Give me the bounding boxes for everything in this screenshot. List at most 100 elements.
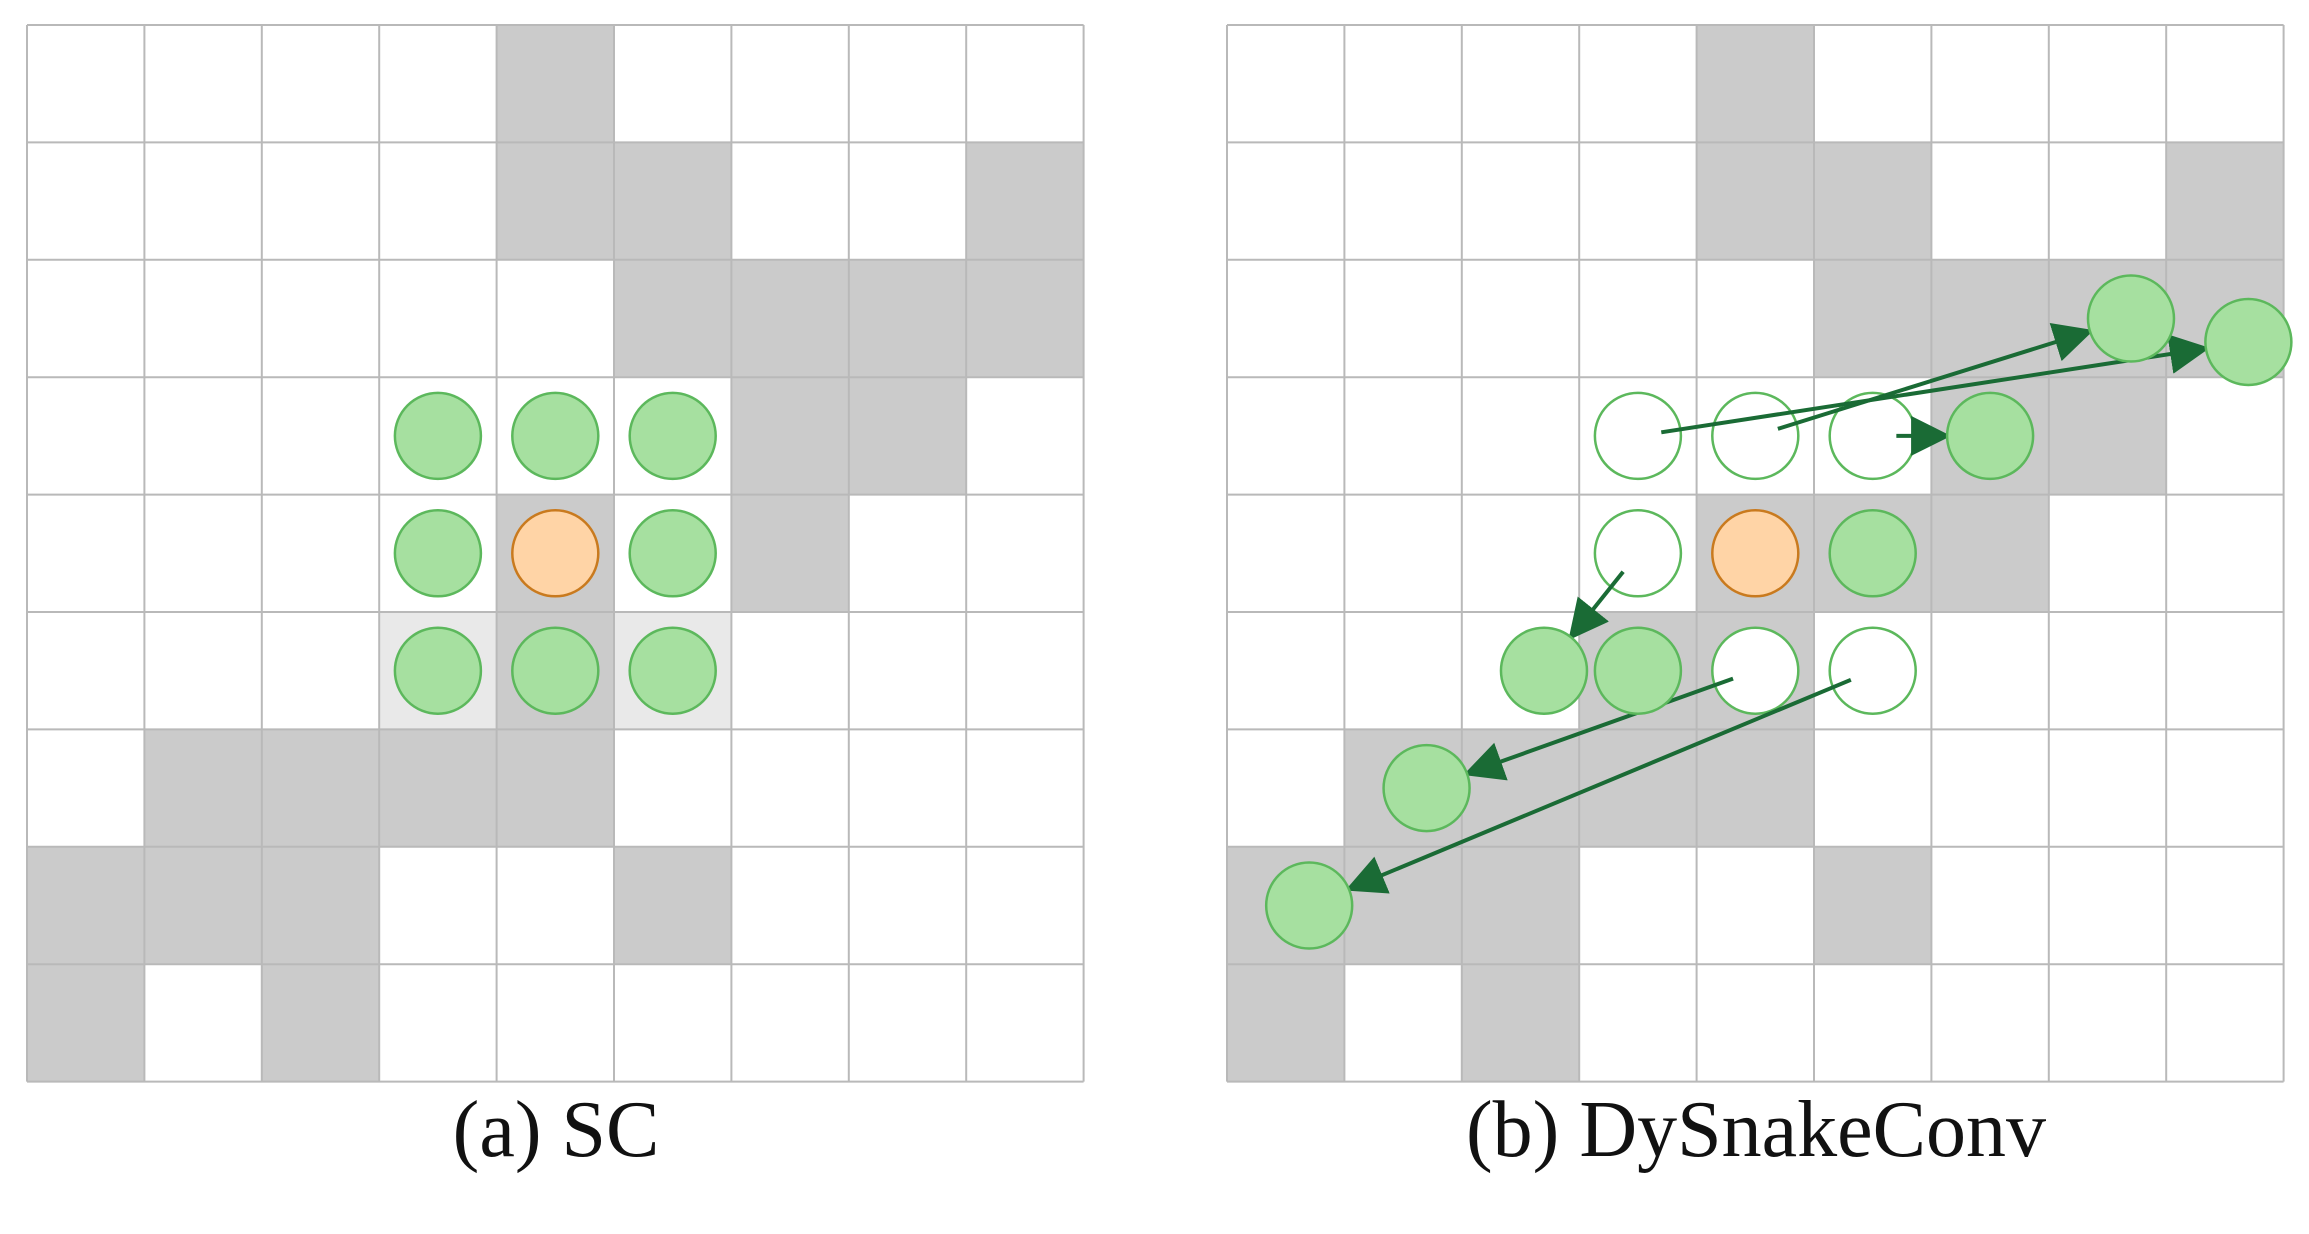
panel-sc — [26, 24, 1085, 1083]
sample-point — [1828, 509, 1917, 598]
grid-cell — [1579, 964, 1697, 1082]
grid-cell — [27, 25, 145, 143]
grid-cell — [27, 142, 145, 260]
shaded-cell — [261, 846, 380, 965]
sample-point — [2086, 274, 2176, 363]
shaded-cell — [966, 142, 1084, 260]
grid-cell — [27, 494, 145, 612]
sample-point — [1499, 626, 1589, 715]
grid-cell — [1344, 964, 1462, 1082]
grid-cell — [848, 494, 967, 612]
grid-cell — [27, 729, 145, 847]
shaded-cell — [144, 846, 262, 965]
grid-cell — [144, 25, 262, 143]
grid-cell — [379, 964, 497, 1082]
shaded-cell — [1461, 964, 1580, 1082]
grid-cell — [2048, 25, 2167, 143]
grid-cell — [848, 142, 967, 260]
sample-point — [1593, 626, 1683, 715]
sample-point — [393, 626, 483, 715]
grid-cell — [1227, 142, 1345, 260]
shaded-cell — [731, 494, 849, 612]
grid-cell — [1461, 142, 1580, 260]
grid-cell — [144, 964, 262, 1082]
shaded-cell — [496, 25, 614, 143]
grid-cell — [966, 846, 1084, 965]
shaded-cell — [614, 846, 732, 965]
original-sample-point — [1593, 509, 1683, 598]
shaded-cell — [966, 259, 1084, 378]
offset-arrow — [1568, 570, 1625, 641]
grid-cell — [1344, 377, 1462, 495]
grid-cell — [2048, 964, 2167, 1082]
grid-cell — [1227, 377, 1345, 495]
grid-cell — [848, 964, 967, 1082]
grid-cell — [1461, 494, 1580, 612]
grid-cell — [496, 259, 614, 378]
grid-cell — [1696, 259, 1814, 378]
shaded-cell — [27, 846, 145, 965]
sample-point — [628, 509, 717, 598]
grid-cell — [2166, 846, 2284, 965]
grid-cell — [1814, 964, 1932, 1082]
grid-cell — [2048, 846, 2167, 965]
shaded-cell — [1814, 142, 1932, 260]
panel-dysnakeconv — [1226, 24, 2293, 1083]
grid-cell — [731, 846, 849, 965]
grid-cell — [27, 259, 145, 378]
grid-cell — [144, 494, 262, 612]
grid-cell — [614, 729, 732, 847]
grid-cell — [731, 25, 849, 143]
shaded-cell — [379, 729, 497, 847]
grid-cell — [1931, 846, 2049, 965]
grid-cell — [261, 25, 380, 143]
original-sample-point — [1711, 391, 1800, 481]
original-sample-point — [1593, 391, 1683, 481]
grid-cell — [261, 494, 380, 612]
caption-dysnakeconv: (b) DySnakeConv — [1466, 1086, 2046, 1174]
grid-cell — [144, 612, 262, 730]
grid-cell — [144, 259, 262, 378]
grid-cell — [379, 846, 497, 965]
shaded-cell — [614, 259, 732, 378]
grid-cell — [2048, 729, 2167, 847]
grid-cell — [1579, 142, 1697, 260]
grid-cell — [261, 377, 380, 495]
grid-cell — [1227, 25, 1345, 143]
grid-cell — [1227, 494, 1345, 612]
shaded-cell — [1461, 846, 1580, 965]
grid-cell — [848, 846, 967, 965]
shaded-cell — [1931, 259, 2049, 378]
center-point — [511, 509, 600, 598]
grid-cell — [496, 964, 614, 1082]
grid-cell — [379, 25, 497, 143]
grid-cell — [731, 729, 849, 847]
sample-point — [511, 391, 600, 481]
offset-arrow — [1660, 334, 2210, 435]
grid-cell — [261, 612, 380, 730]
grid-cell — [1227, 729, 1345, 847]
grid-cell — [2166, 964, 2284, 1082]
grid-cell — [2166, 494, 2284, 612]
sample-point — [511, 626, 600, 715]
sample-point — [2204, 297, 2293, 387]
grid-cell — [261, 142, 380, 260]
grid-cell — [1931, 25, 2049, 143]
center-point — [1711, 509, 1800, 598]
sample-point — [628, 626, 717, 715]
sample-point — [1264, 861, 1354, 950]
grid-cell — [2166, 612, 2284, 730]
sample-point — [1945, 391, 2035, 481]
shaded-cell — [731, 259, 849, 378]
grid-cell — [1579, 25, 1697, 143]
grid-cell — [496, 846, 614, 965]
grid-cell — [144, 377, 262, 495]
grid-cell — [2048, 142, 2167, 260]
grid-cell — [1461, 259, 1580, 378]
shaded-cell — [614, 142, 732, 260]
shaded-cell — [1814, 846, 1932, 965]
sample-point — [393, 509, 483, 598]
shaded-cell — [1579, 729, 1697, 847]
